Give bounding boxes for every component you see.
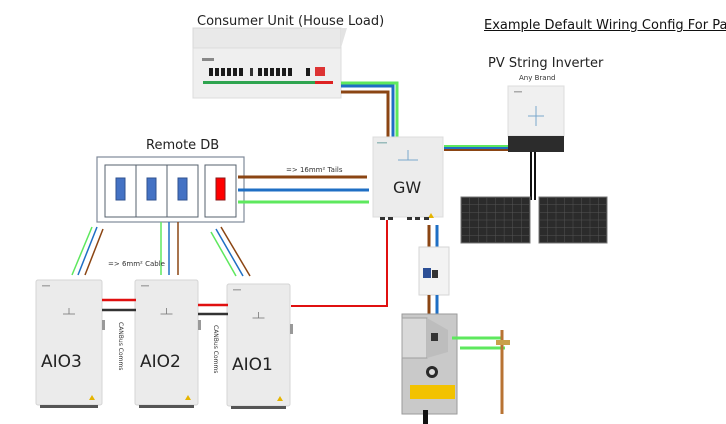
cu-breaker bbox=[288, 68, 292, 76]
aio3-label: AIO3 bbox=[41, 352, 82, 372]
pv-dc-wires bbox=[530, 152, 536, 200]
gateway-label: GW bbox=[393, 178, 422, 197]
cu-breaker bbox=[282, 68, 286, 76]
pv-inverter-label: PV String Inverter bbox=[488, 56, 604, 71]
cu-to-gw-wires bbox=[341, 81, 399, 140]
cu-breaker bbox=[239, 68, 243, 76]
tails-wires bbox=[238, 175, 369, 204]
tails-annotation: => 16mm² Tails bbox=[286, 166, 343, 174]
aio3-unit bbox=[35, 279, 105, 408]
aio1-unit bbox=[226, 283, 293, 409]
earth-enclosure bbox=[401, 313, 458, 424]
canbus-label-1: CANBus Comms bbox=[117, 322, 124, 371]
cable-annotation: => 6mm² Cable bbox=[108, 260, 165, 268]
cu-breaker bbox=[209, 68, 213, 76]
cu-breaker bbox=[221, 68, 225, 76]
cu-breaker bbox=[233, 68, 237, 76]
pv-string-inverter bbox=[507, 85, 565, 152]
aio1-label: AIO1 bbox=[232, 355, 273, 375]
cu-breaker bbox=[306, 68, 310, 76]
breaker-3 bbox=[177, 177, 188, 201]
solar-panel bbox=[538, 196, 608, 244]
cu-breaker bbox=[258, 68, 262, 76]
cu-breaker bbox=[264, 68, 268, 76]
remote-db bbox=[96, 156, 245, 223]
aio2-unit bbox=[134, 279, 201, 408]
cu-main-switch bbox=[315, 67, 325, 76]
cu-breaker bbox=[276, 68, 280, 76]
earth-rod bbox=[452, 330, 510, 414]
aio-units bbox=[35, 279, 293, 409]
consumer-unit bbox=[192, 27, 347, 99]
remote-db-label: Remote DB bbox=[146, 138, 220, 153]
breaker-main bbox=[215, 177, 226, 201]
rcbo-isolator bbox=[418, 246, 450, 316]
canbus-label-2: CANBus Comms bbox=[212, 325, 219, 374]
pv-inverter-sublabel: Any Brand bbox=[519, 74, 556, 82]
gateway-unit bbox=[372, 136, 444, 220]
consumer-unit-breakers bbox=[209, 67, 325, 76]
aio-dc-links bbox=[102, 298, 228, 316]
solar-panels bbox=[460, 196, 608, 244]
diagram-title: Example Default Wiring Config For Parall… bbox=[484, 18, 726, 33]
solar-panel bbox=[460, 196, 531, 244]
aio2-label: AIO2 bbox=[140, 352, 181, 372]
gw-to-aio1-dc-wire bbox=[291, 220, 388, 307]
cu-rcd bbox=[250, 68, 253, 76]
db-to-aio-cables bbox=[71, 222, 251, 277]
breaker-1 bbox=[115, 177, 126, 201]
gw-to-pv-wires bbox=[444, 145, 508, 151]
cu-breaker bbox=[215, 68, 219, 76]
cu-breaker bbox=[270, 68, 274, 76]
cu-breaker bbox=[227, 68, 231, 76]
breaker-2 bbox=[146, 177, 157, 201]
consumer-unit-label: Consumer Unit (House Load) bbox=[197, 14, 385, 29]
